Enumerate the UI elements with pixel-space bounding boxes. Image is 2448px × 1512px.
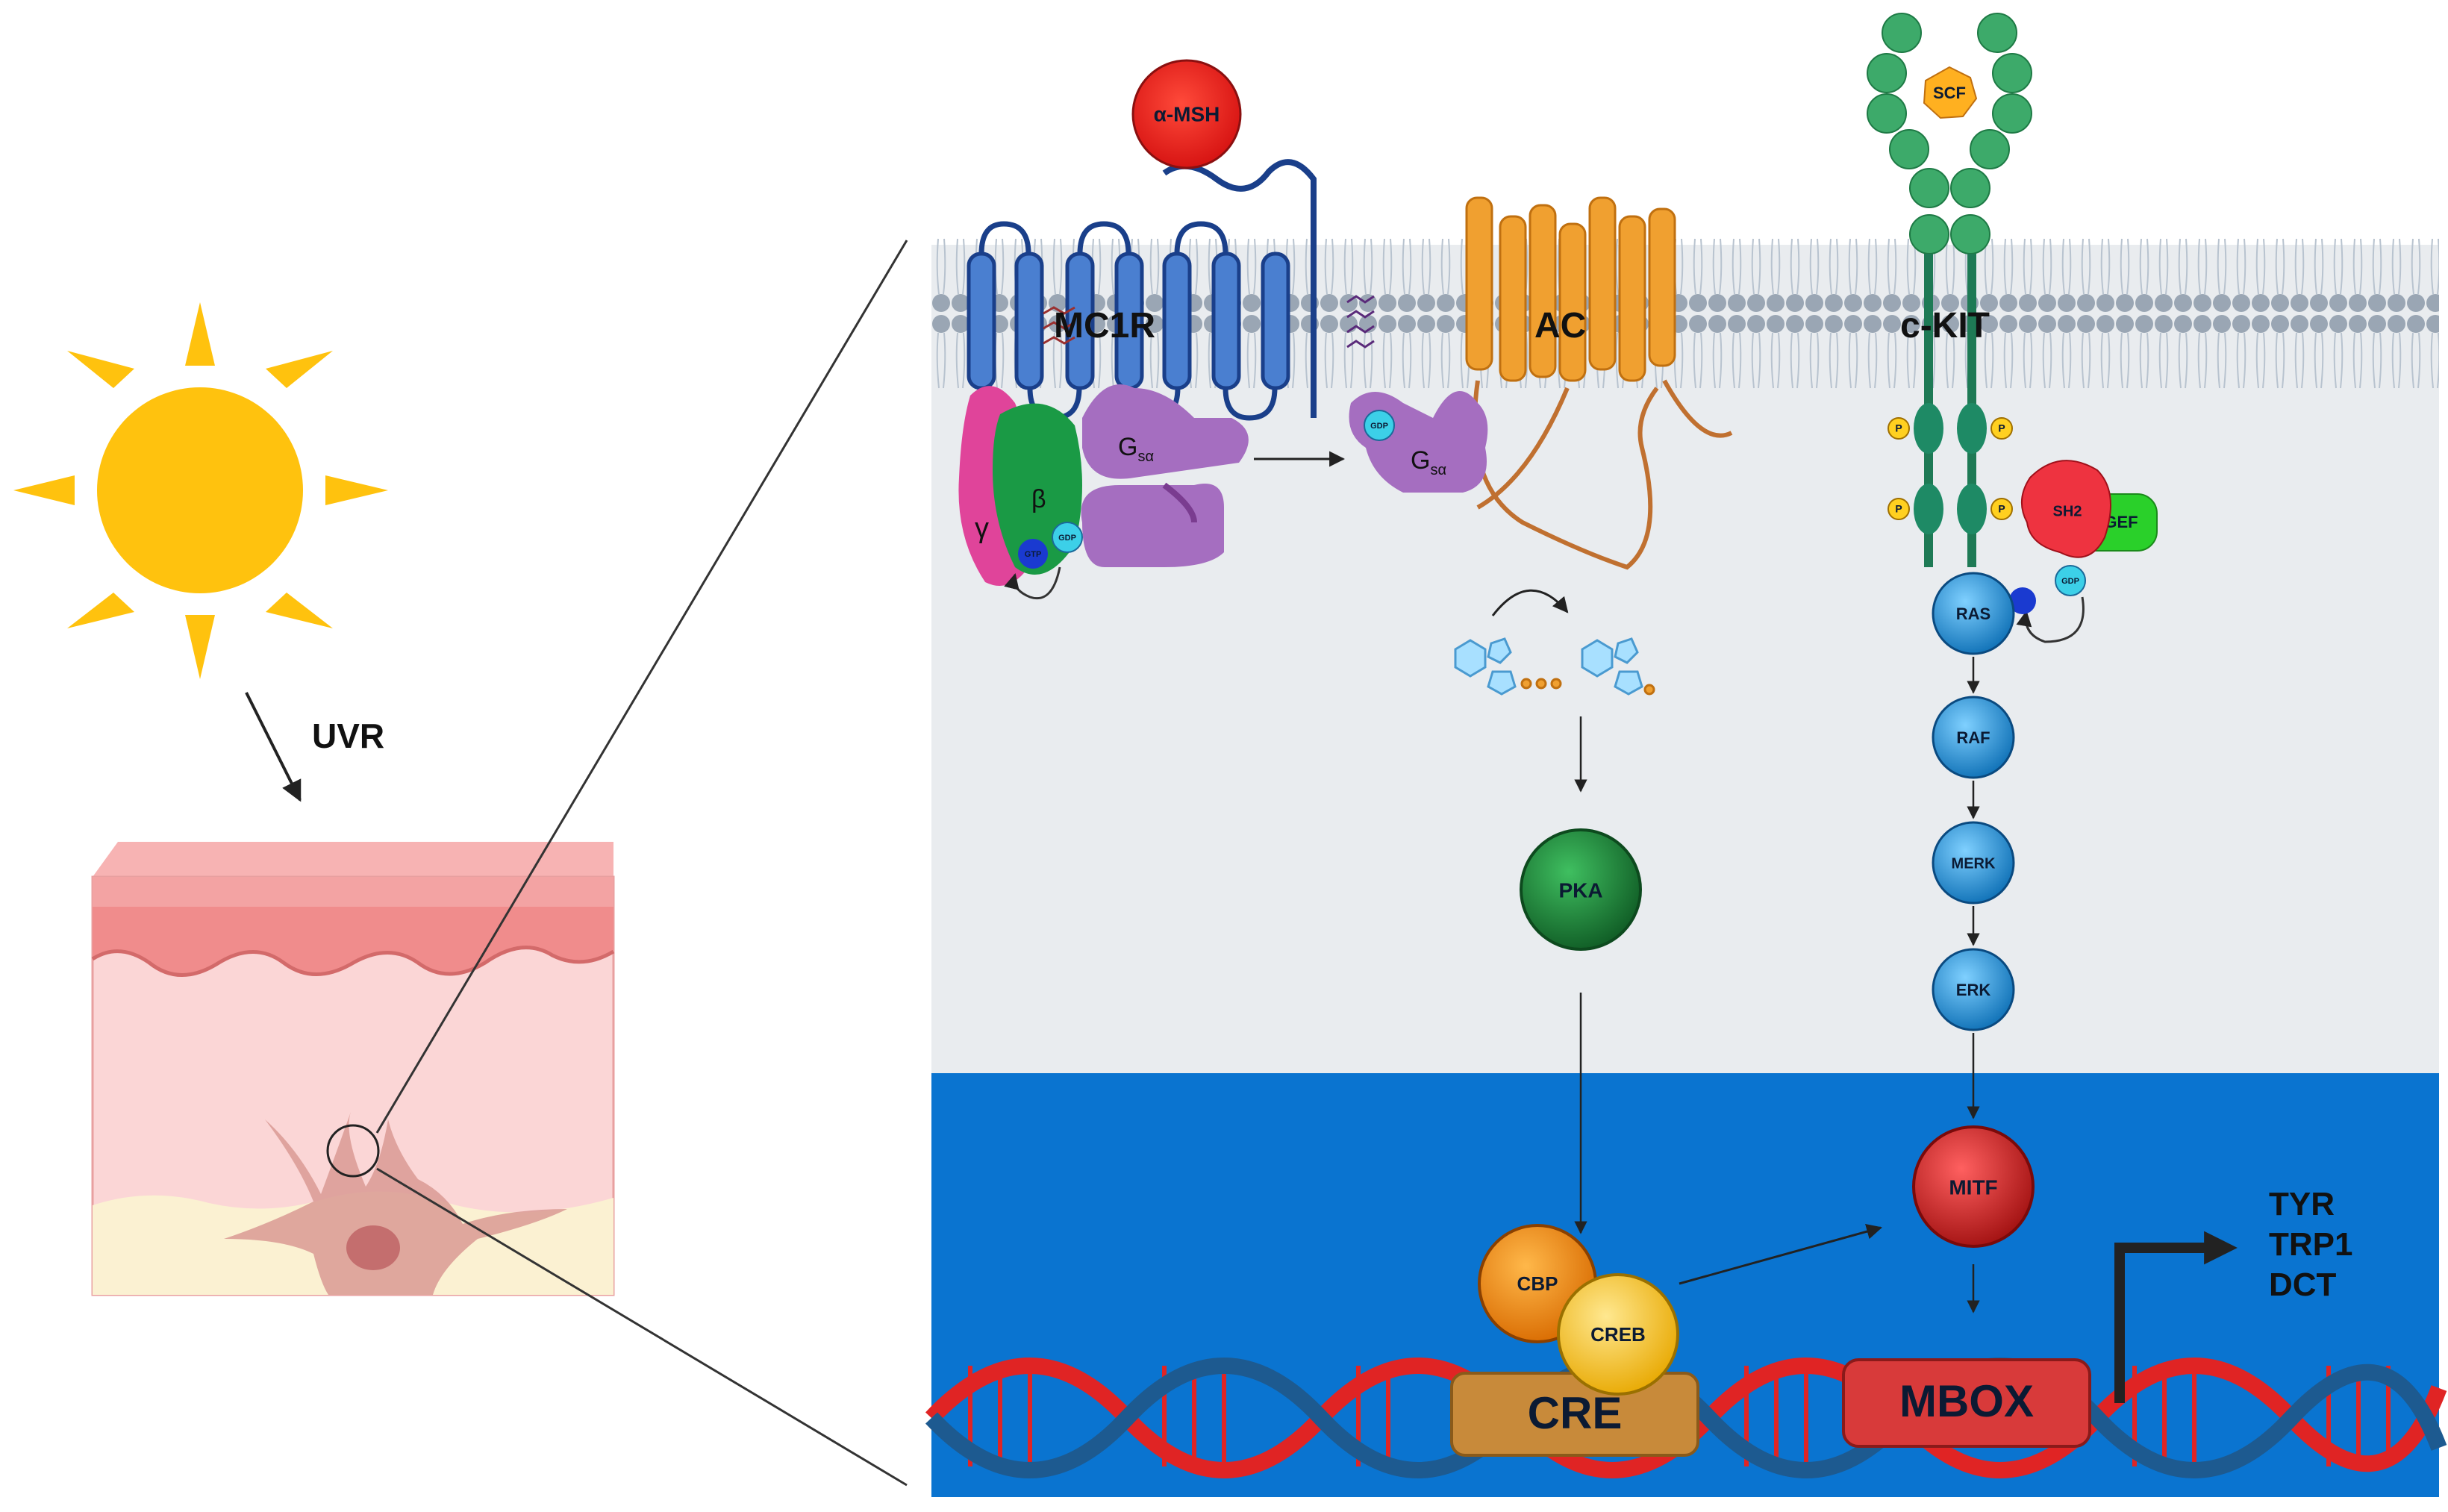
p-label-2: P [1998,422,2005,434]
cascade-node-ras [1932,572,2015,655]
gdp-badge-ras [2055,565,2086,596]
sh2-domain [2020,460,2111,558]
mapk-cascade: RAS RAF MERK ERK [1932,572,2015,1119]
cascade-node-raf [1932,696,2015,779]
cascade-node-merk [1932,821,2015,905]
gdp-label-ras: GDP [2061,577,2079,586]
mitf-label: MITF [1949,1175,1997,1199]
uvr-arrow [245,692,302,802]
gene-dct: DCT [2269,1266,2337,1303]
ckit-receptor: SCF P P P P c-KIT GEF SH2 GDP [1867,13,2158,643]
pka-label: PKA [1558,878,1602,902]
transcription-arrow [2114,1231,2238,1403]
ckit-label: c-KIT [1900,306,1990,346]
gene-tyr: TYR [2269,1186,2335,1222]
cascade-label-erk: ERK [1956,981,1991,999]
gamma-label: γ [975,513,989,544]
adenylyl-cyclase: AC Gsα GDP [1346,196,1733,696]
p-label-3: P [1895,503,1902,515]
mc1r-label: MC1R [1054,306,1155,346]
atp-molecule [1454,637,1562,696]
gdp-label-ac: GDP [1370,422,1388,431]
gene-trp1: TRP1 [2269,1226,2352,1263]
camp-molecule [1581,637,1655,696]
mbox-label: MBOX [1899,1376,2034,1426]
mitf-node [1912,1125,2035,1248]
g-alpha-label-ac: Gsα [1411,446,1446,478]
creb-node [1557,1273,1679,1396]
msh-ligand [1131,59,1242,169]
cascade-label-merk: MERK [1952,855,1996,872]
cascade-label-raf: RAF [1956,728,1990,747]
pka-node [1520,828,1642,951]
gdp-badge-mc1r [1052,522,1083,553]
gdp-label-mc1r: GDP [1058,534,1076,543]
dna-helix [925,1358,2447,1478]
cre-label: CRE [1528,1388,1623,1438]
mbox-element [1842,1358,2091,1448]
sh2-label: SH2 [2053,503,2082,519]
uvr-label: UVR [312,716,384,755]
msh-label: α-MSH [1154,102,1220,125]
sun-icon [13,302,388,679]
arrow-creb-mitf [1679,1223,1883,1285]
gtp-label: GTP [1025,550,1042,559]
cascade-label-ras: RAS [1956,605,1990,623]
g-alpha-label: Gsα [1118,433,1154,465]
scf-label: SCF [1933,84,1966,102]
creb-label: CREB [1590,1323,1646,1346]
beta-label: β [1031,485,1046,513]
skin-block [91,842,615,1296]
g-protein-complex: γ β Gsα GTP GDP [958,384,1249,599]
zoom-line-top [375,240,908,1134]
p-label-1: P [1895,422,1902,434]
cell-membrane [931,237,2439,394]
target-genes: TYR TRP1 DCT [2269,1186,2352,1303]
mc1r-receptor: MC1R [967,159,1317,421]
cascade-node-erk [1932,948,2015,1031]
cbp-label: CBP [1517,1272,1558,1295]
gtp-badge [1018,539,1048,569]
gdp-badge-ac [1364,410,1395,441]
ac-label: AC [1534,306,1586,346]
scf-ligand [1923,66,1978,119]
p-label-4: P [1998,503,2005,515]
zoom-line-bottom [376,1167,908,1487]
melanocyte-cell [224,1112,567,1295]
